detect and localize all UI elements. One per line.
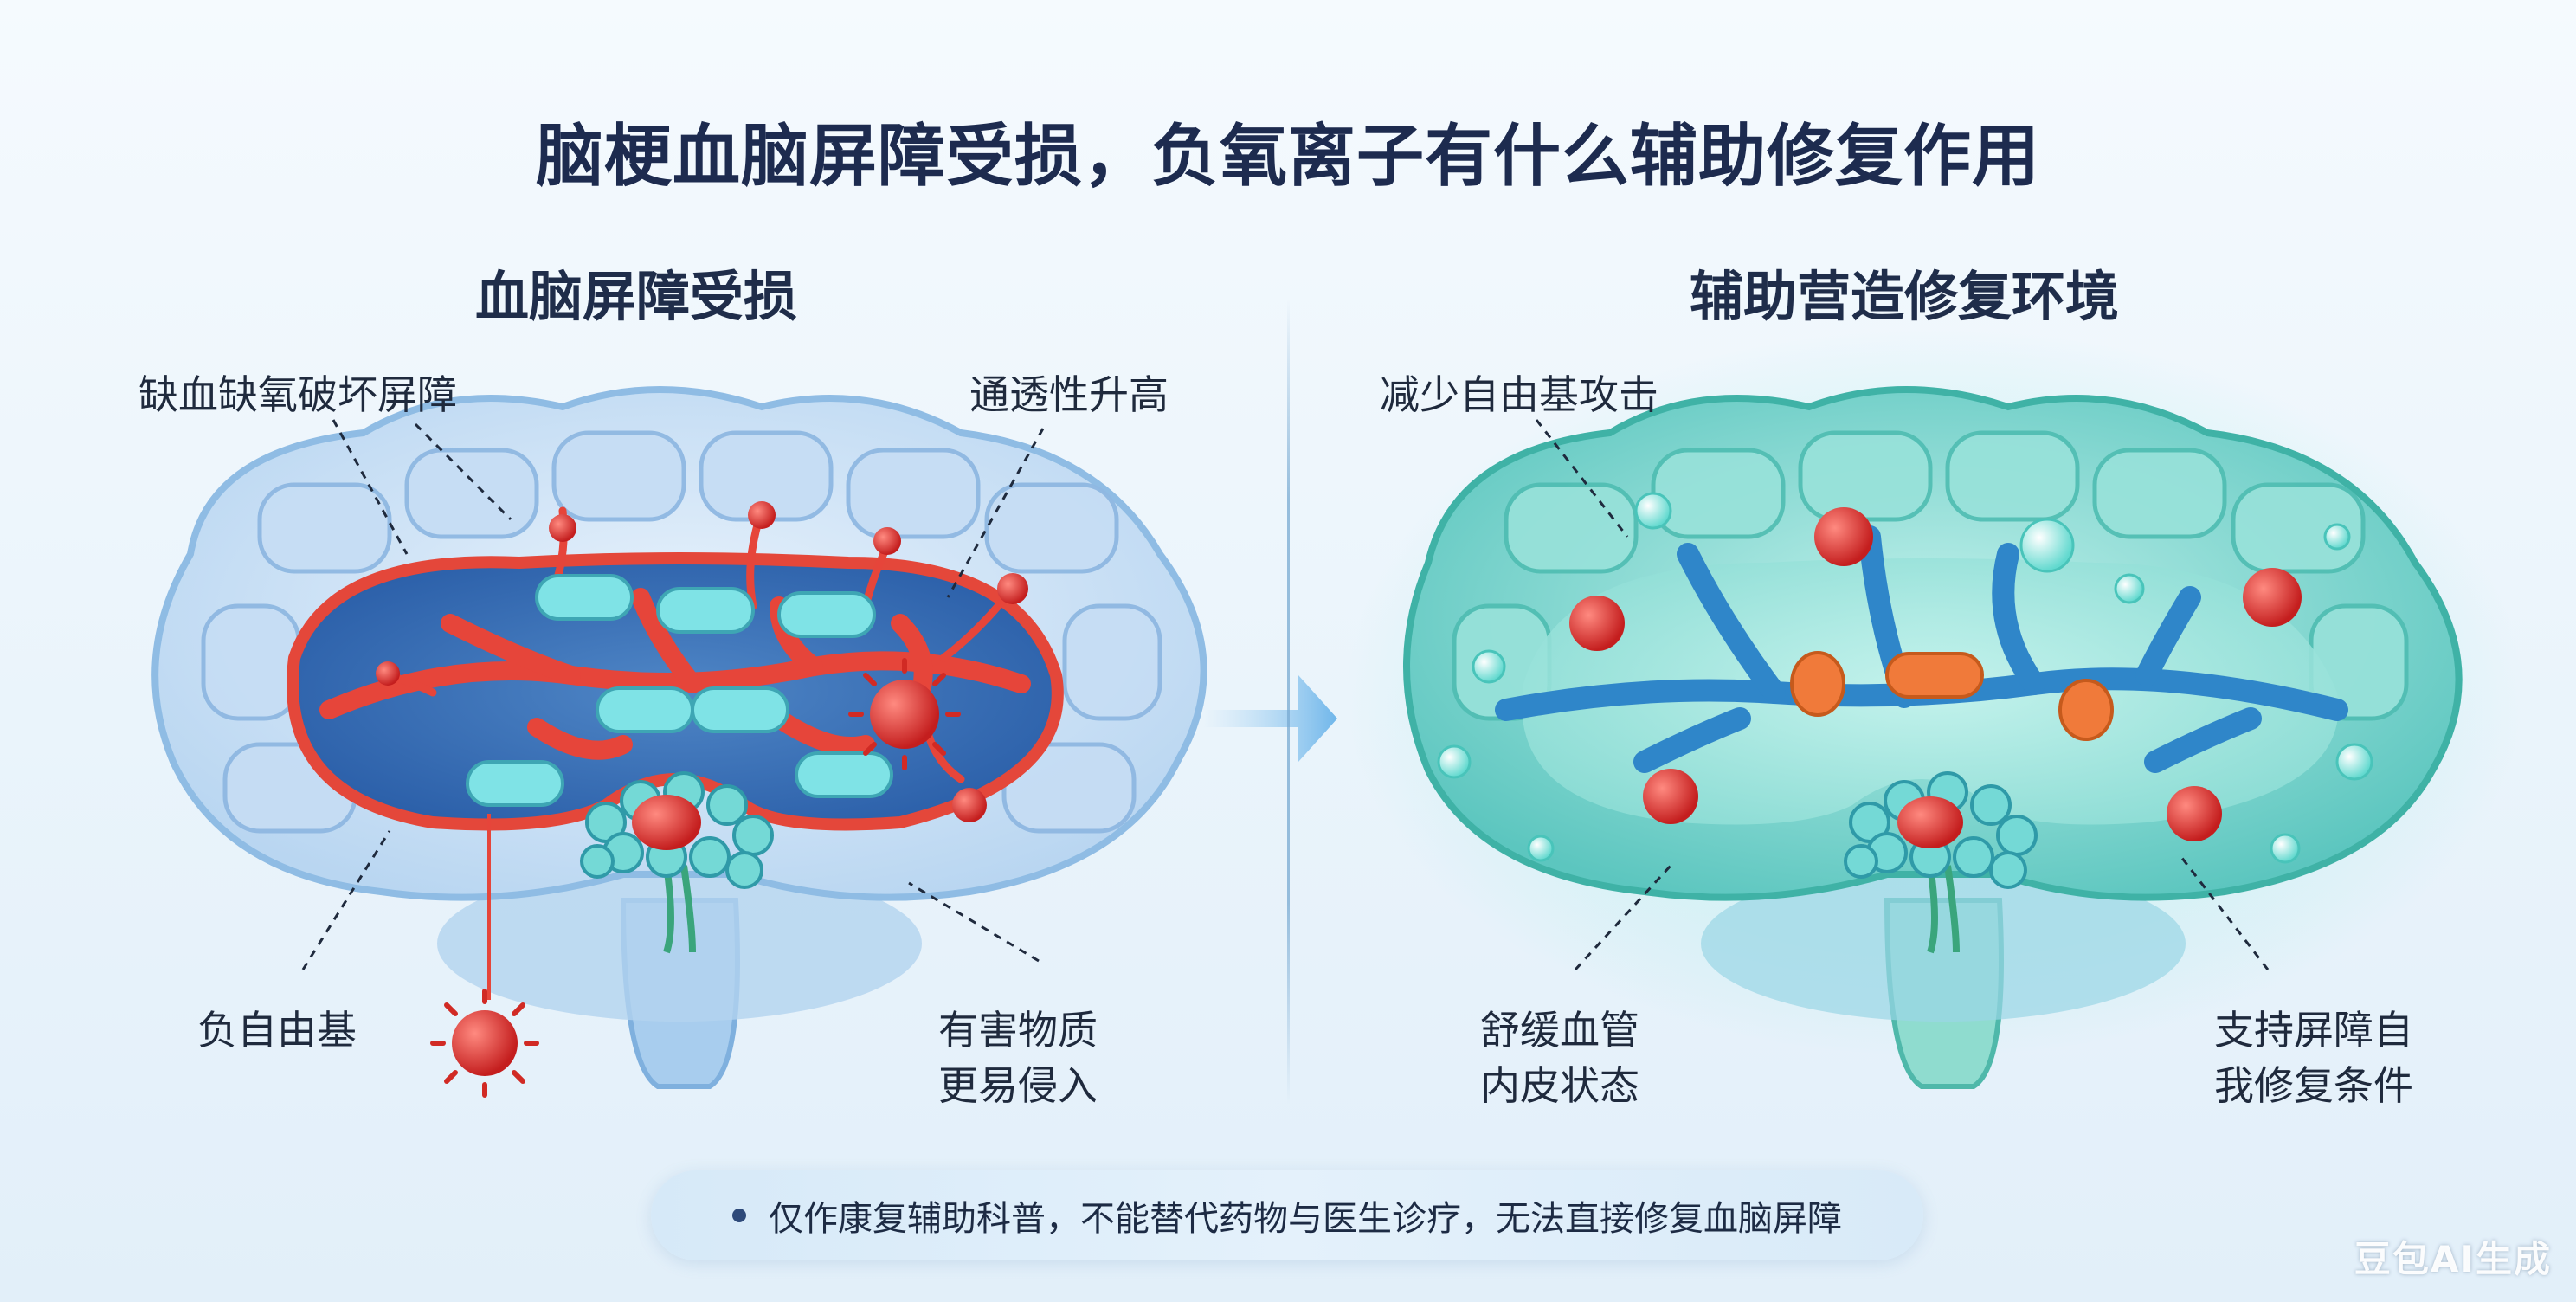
label-reduce-free-radicals: 减少自由基攻击 [1380, 371, 1658, 418]
page-title: 脑梗血脑屏障受损，负氧离子有什么辅助修复作用 [535, 118, 2040, 196]
transition-arrow-icon [1203, 675, 1337, 762]
disclaimer-text: 仅作康复辅助科普，不能替代药物与医生诊疗，无法直接修复血脑屏障 [769, 1199, 1842, 1239]
label-soothe-endothelium: 舒缓血管 内皮状态 [1480, 1007, 1639, 1109]
watermark: 豆包AI生成 [2354, 1238, 2552, 1280]
label-ischemia-hypoxia: 缺血缺氧破坏屏障 [138, 371, 457, 418]
left-panel-title: 血脑屏障受损 [474, 265, 797, 328]
disclaimer-banner: 仅作康复辅助科普，不能替代药物与医生诊疗，无法直接修复血脑屏障 [651, 1170, 1923, 1260]
right-brain-illustration [1346, 329, 2523, 1089]
bullet-icon [732, 1209, 746, 1222]
label-harmful-substances: 有害物质 更易侵入 [938, 1007, 1098, 1109]
label-permeability: 通透性升高 [969, 371, 1169, 418]
right-panel-title: 辅助营造修复环境 [1689, 265, 2119, 328]
label-support-self-repair: 支持屏障自 我修复条件 [2214, 1007, 2413, 1109]
label-free-radicals: 负自由基 [197, 1007, 357, 1054]
panel-divider [1287, 299, 1290, 1104]
left-brain-illustration [151, 386, 1208, 1098]
